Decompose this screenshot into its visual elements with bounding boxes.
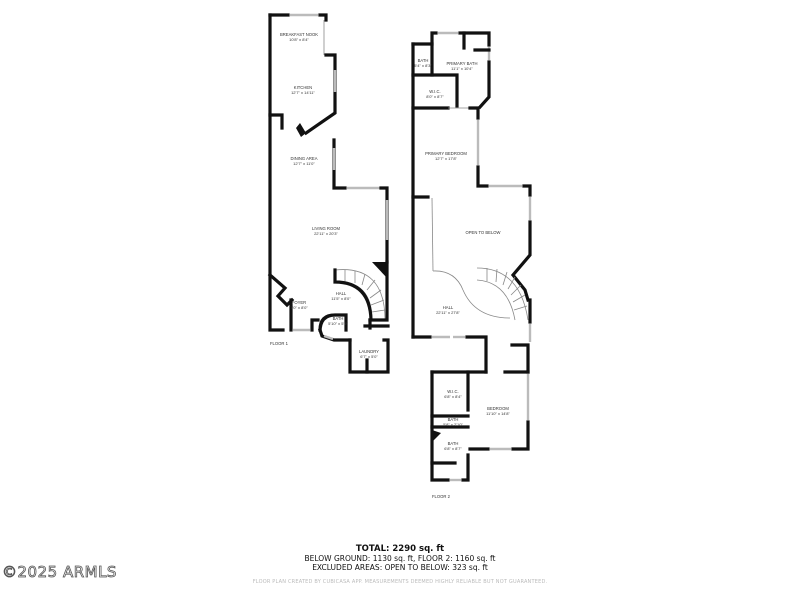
room-name: FOYER [292, 300, 306, 305]
floor-2-label: FLOOR 2 [432, 494, 451, 499]
room-name: BREAKFAST NOOK [280, 32, 318, 37]
room-dim: 6'7" x 5'0" [360, 354, 378, 359]
total-area: TOTAL: 2290 sq. ft [355, 544, 445, 554]
floor-1-labels: BREAKFAST NOOK 10'8" x 8'4" KITCHEN 12'7… [270, 32, 379, 359]
floor-1-label: FLOOR 1 [270, 341, 289, 346]
room-name: HALL [443, 305, 454, 310]
room-dim: 11'1" x 10'4" [451, 66, 473, 71]
watermark: ©2025 ARMLS [2, 563, 117, 582]
room-dim: 22'11" x 20'3" [314, 231, 338, 236]
room-name: BATH [418, 58, 429, 63]
room-name: W.I.C. [429, 89, 440, 94]
floor-2-plan [411, 31, 532, 482]
room-dim: 6'8" x 8'4" [444, 394, 462, 399]
room-dim: 22'11" x 27'8" [436, 310, 460, 315]
room-dim: 7'0" x 8'0" [290, 305, 308, 310]
room-dim: 8'0" x 8'7" [426, 94, 444, 99]
room-name: OPEN TO BELOW [466, 230, 501, 235]
floor-1-plan [267, 13, 390, 374]
room-name: BATH [448, 441, 459, 446]
floor-areas: BELOW GROUND: 1130 sq. ft, FLOOR 2: 1160… [304, 554, 496, 563]
room-name: W.I.C. [447, 389, 458, 394]
room-dim: 5'8" x 2'10" [443, 422, 463, 427]
floor-2-labels: BATH 5'4" x 8'3" PRIMARY BATH 11'1" x 10… [414, 58, 510, 499]
room-dim: 12'7" x 17'8" [435, 156, 458, 161]
room-name: KITCHEN [294, 85, 312, 90]
excluded-areas: EXCLUDED AREAS: OPEN TO BELOW: 323 sq. f… [312, 563, 488, 572]
room-name: LAUNDRY [359, 349, 379, 354]
room-dim: 6'8" x 8'7" [444, 446, 462, 451]
room-name: DINING AREA [291, 156, 318, 161]
disclaimer: FLOOR PLAN CREATED BY CUBICASA APP. MEAS… [252, 579, 548, 585]
room-dim: 12'7" x 11'0" [293, 161, 315, 166]
room-name: PRIMARY BEDROOM [425, 151, 467, 156]
room-name: BATH [333, 316, 344, 321]
room-name: LIVING ROOM [312, 226, 340, 231]
room-dim: 11'10" x 14'8" [486, 411, 510, 416]
room-dim: 5'10" x 5'9" [328, 321, 348, 326]
room-dim: 10'8" x 8'4" [289, 37, 309, 42]
room-dim: 11'5" x 8'0" [331, 296, 351, 301]
room-name: BEDROOM [487, 406, 509, 411]
room-name: BATH [448, 417, 459, 422]
room-name: PRIMARY BATH [447, 61, 478, 66]
room-dim: 12'7" x 14'11" [291, 90, 315, 95]
room-name: HALL [336, 291, 347, 296]
room-dim: 5'4" x 8'3" [414, 63, 432, 68]
